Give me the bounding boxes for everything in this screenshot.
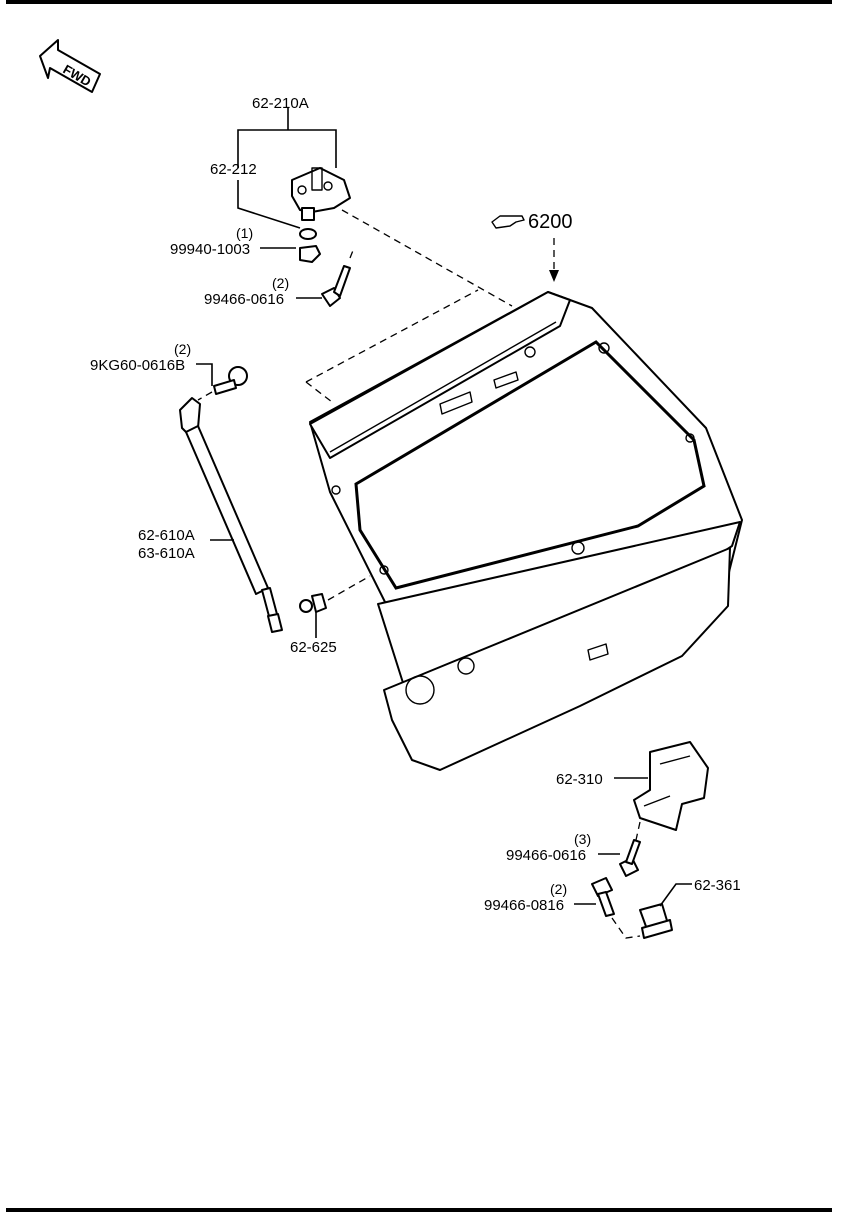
fwd-arrow-icon: FWD xyxy=(39,39,101,93)
liftgate-handle xyxy=(587,643,609,661)
label-hinge-sub: 62-212 xyxy=(210,161,257,178)
label-latch: 62-310 xyxy=(556,771,603,788)
label-ball-stud: 62-625 xyxy=(290,639,337,656)
gas-stay xyxy=(179,397,283,633)
qty-striker-bolt: (2) xyxy=(550,881,567,897)
latch-bolt xyxy=(619,839,641,877)
label-stay-rh: 63-610A xyxy=(138,545,195,562)
ball-stud xyxy=(299,593,327,613)
assembly-number: 6200 xyxy=(528,211,573,233)
label-hinge: 62-210A xyxy=(252,95,309,112)
label-striker: 62-361 xyxy=(694,877,741,894)
qty-hinge-bolt: (2) xyxy=(272,275,289,291)
label-latch-bolt: 99466-0616 xyxy=(506,847,586,864)
bottom-border xyxy=(6,1208,832,1212)
hinge xyxy=(291,167,351,221)
liftgate-panel xyxy=(309,291,743,771)
label-stay-bolt: 9KG60-0616B xyxy=(90,357,185,374)
assembly-reference: 6200 xyxy=(491,211,573,282)
label-washer: 99940-1003 xyxy=(170,241,250,258)
hinge-bolt xyxy=(321,265,351,307)
washer xyxy=(299,228,317,240)
latch-assembly xyxy=(633,741,709,831)
striker-bolt xyxy=(591,877,615,917)
rear-window xyxy=(354,340,706,590)
label-striker-bolt: 99466-0816 xyxy=(484,897,564,914)
stay-bolt xyxy=(213,366,248,395)
qty-stay-bolt: (2) xyxy=(174,341,191,357)
striker xyxy=(639,903,673,939)
label-stay-lh: 62-610A xyxy=(138,527,195,544)
top-border xyxy=(6,0,832,4)
label-hinge-bolt: 99466-0616 xyxy=(204,291,284,308)
qty-latch-bolt: (3) xyxy=(574,831,591,847)
qty-washer: (1) xyxy=(236,225,253,241)
pointing-hand-icon xyxy=(491,215,525,229)
hinge-nut xyxy=(299,245,321,263)
